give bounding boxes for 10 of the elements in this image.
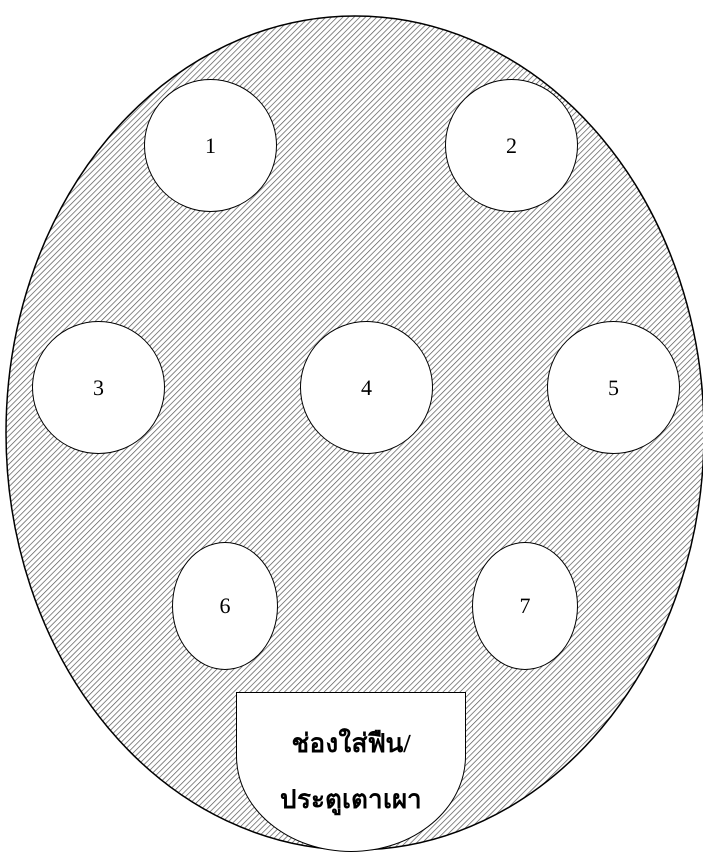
opening-number: 6: [220, 593, 230, 619]
firebox-door: [236, 692, 466, 852]
opening-number: 1: [205, 132, 216, 158]
opening-number: 5: [608, 374, 619, 400]
door-label: ช่องใส่ฟืน/ประตูเตาเผา: [279, 727, 423, 818]
opening-number: 3: [93, 374, 104, 400]
opening-number: 7: [520, 593, 530, 619]
opening-number: 4: [361, 374, 372, 400]
opening-number: 2: [506, 132, 517, 158]
kiln-floor-plan: [5, 15, 703, 851]
